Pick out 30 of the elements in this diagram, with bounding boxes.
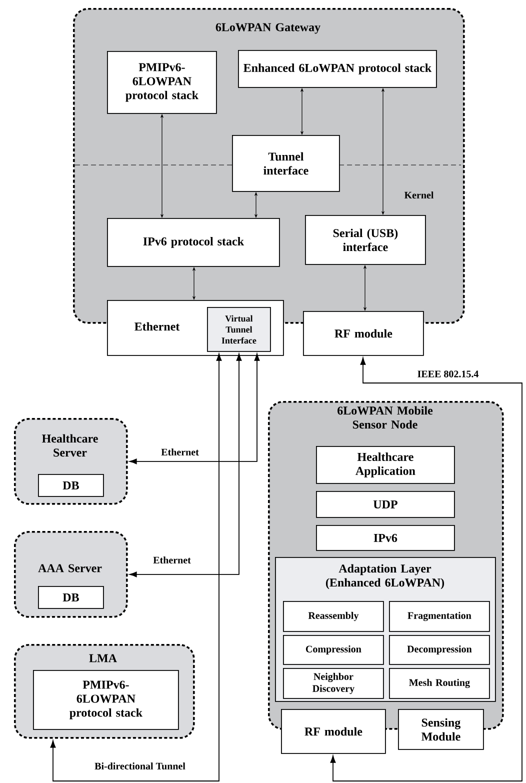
component-box: IPv6 [316, 525, 455, 551]
component-box: Fragmentation [389, 601, 490, 632]
component-box: IPv6 protocol stack [107, 218, 280, 267]
component-box: Tunnel interface [232, 135, 340, 192]
component-box: RF module [281, 709, 386, 754]
component-box: Compression [283, 635, 384, 665]
component-box: RF module [303, 311, 424, 356]
arrow [330, 358, 522, 782]
layer-label: Kernel [404, 191, 434, 199]
interface-box: Virtual Tunnel Interface [207, 307, 271, 352]
component-box: DB [38, 586, 104, 609]
component-box: Healthcare Application [316, 446, 455, 484]
arrow [129, 354, 242, 578]
component-box: Decompression [389, 635, 490, 665]
edge-label: IEEE 802.15.4 [416, 370, 480, 378]
arrow [50, 354, 222, 782]
component-box: Enhanced 6LoWPAN protocol stack [238, 50, 437, 88]
component-box: PMIPv6-6LOWPAN protocol stack [33, 670, 179, 730]
edge-label: Bi-directional Tunnel [94, 761, 186, 771]
component-box: Reassembly [283, 601, 384, 632]
component-box: DB [38, 474, 104, 497]
component-box: Serial (USB) interface [305, 215, 426, 265]
component-box: PMIPv6-6LOWPAN protocol stack [107, 51, 217, 114]
component-box: UDP [316, 491, 455, 518]
edge-label: Ethernet [152, 555, 192, 565]
arrow [129, 354, 260, 464]
component-box: Neighbor Discovery [283, 668, 384, 699]
edge-label: Ethernet [160, 447, 200, 457]
component-box: Sensing Module [398, 709, 484, 750]
component-box: Mesh Routing [389, 668, 490, 699]
